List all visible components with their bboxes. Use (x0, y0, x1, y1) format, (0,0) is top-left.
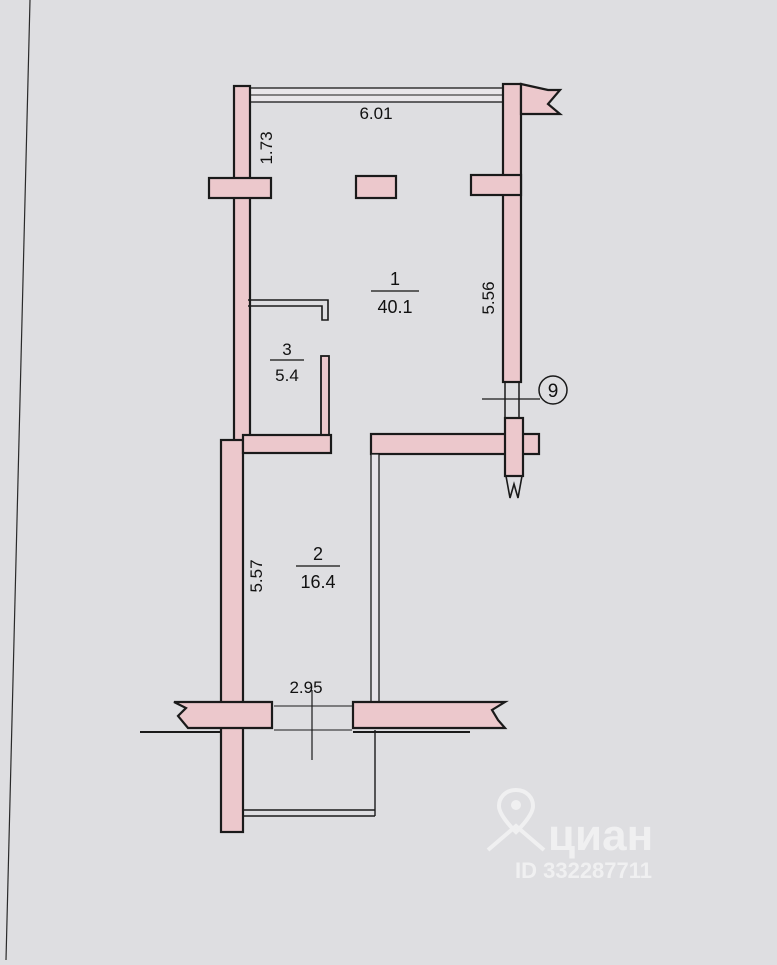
room-2-area: 16.4 (300, 572, 335, 592)
room-1-label: 1 40.1 (371, 269, 419, 317)
dim-right-side: 5.56 (479, 281, 498, 314)
room-2-number: 2 (313, 544, 323, 564)
room-1-number: 1 (390, 269, 400, 289)
watermark-id: ID 332287711 (515, 858, 652, 883)
middle-wall-left (241, 433, 333, 455)
dim-left-lower: 5.57 (247, 559, 266, 592)
watermark: циан ID 332287711 (486, 787, 653, 883)
room2-right-wall (370, 453, 380, 703)
room-3-label: 3 5.4 (270, 340, 304, 385)
dim-top-left: 1.73 (257, 131, 276, 164)
bottom-wall (140, 690, 509, 760)
room-3-number: 3 (282, 340, 291, 359)
top-window (249, 87, 506, 103)
balcony (243, 730, 376, 817)
room-2-label: 2 16.4 (296, 544, 340, 592)
left-wall (207, 84, 273, 834)
axis-marker-label: 9 (548, 381, 559, 402)
vent-column (354, 174, 398, 200)
room-3-area: 5.4 (275, 366, 299, 385)
room-1-area: 40.1 (377, 297, 412, 317)
right-wall (469, 82, 564, 418)
dim-top-width: 6.01 (359, 104, 392, 123)
paper-edge-line (5, 0, 31, 961)
dim-bottom-opening: 2.95 (289, 678, 322, 697)
middle-wall-right (369, 416, 541, 499)
watermark-brand: циан (548, 811, 653, 860)
axis-marker: 9 (482, 375, 568, 405)
location-pin-icon (486, 787, 546, 852)
